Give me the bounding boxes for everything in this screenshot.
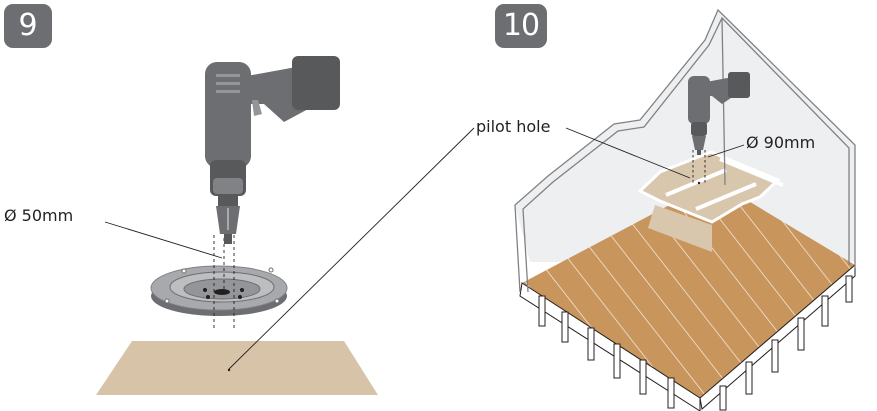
pilot-hole-label: pilot hole <box>476 117 551 136</box>
hole-diameter-label: Ø 90mm <box>746 133 816 152</box>
step-number-badge: 9 <box>4 4 52 48</box>
cordless-drill-icon <box>205 56 340 244</box>
cordless-drill-icon-small <box>688 72 750 155</box>
deck-board <box>96 341 378 395</box>
drill-guide-lines <box>213 235 235 330</box>
leader-line-pilot-10 <box>565 127 691 179</box>
deck-frame <box>519 263 856 411</box>
deck-floor <box>522 181 855 398</box>
leader-line-90mm <box>707 144 745 158</box>
access-hatch <box>637 150 784 224</box>
leader-line-pilot <box>228 127 475 370</box>
hole-saw-diameter-label: Ø 50mm <box>4 206 74 225</box>
step-number-badge: 10 <box>495 4 547 48</box>
pilot-mark-floor <box>697 181 701 185</box>
leader-line-50mm <box>104 221 223 259</box>
room-walls <box>515 10 855 262</box>
pilot-mark-board <box>227 368 231 372</box>
hatch-panel-lower <box>648 205 712 252</box>
flange-base <box>150 265 288 316</box>
drill-guide-lines-10 <box>692 150 706 185</box>
